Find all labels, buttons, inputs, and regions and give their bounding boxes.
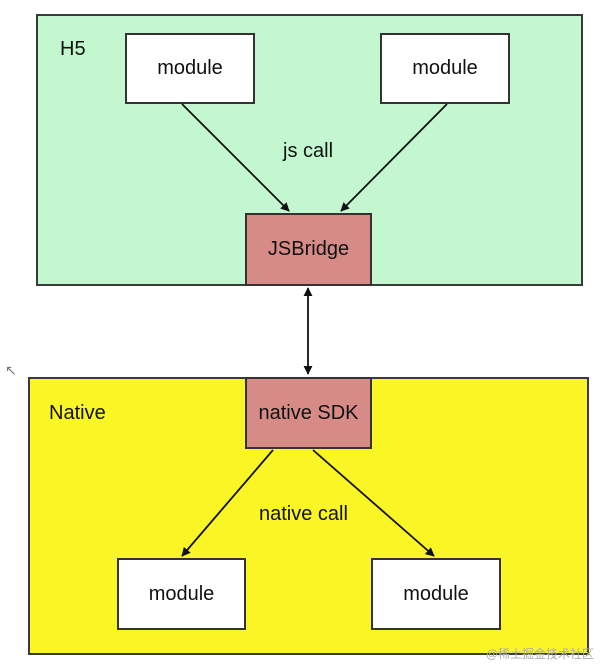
native-region-label: Native — [49, 402, 106, 424]
h5-module-right: module — [380, 33, 510, 104]
native-call-label: native call — [259, 503, 348, 525]
native-module-right: module — [371, 558, 501, 630]
native-sdk-node: native SDK — [245, 377, 372, 449]
js-call-label: js call — [283, 140, 334, 162]
h5-region-label: H5 — [60, 38, 86, 60]
watermark: @稀土掘金技术社区 — [485, 647, 594, 661]
native-module-left: module — [117, 558, 246, 630]
h5-module-left: module — [125, 33, 255, 104]
mouse-cursor-icon: ↖ — [5, 362, 17, 378]
jsbridge-node: JSBridge — [245, 213, 372, 286]
